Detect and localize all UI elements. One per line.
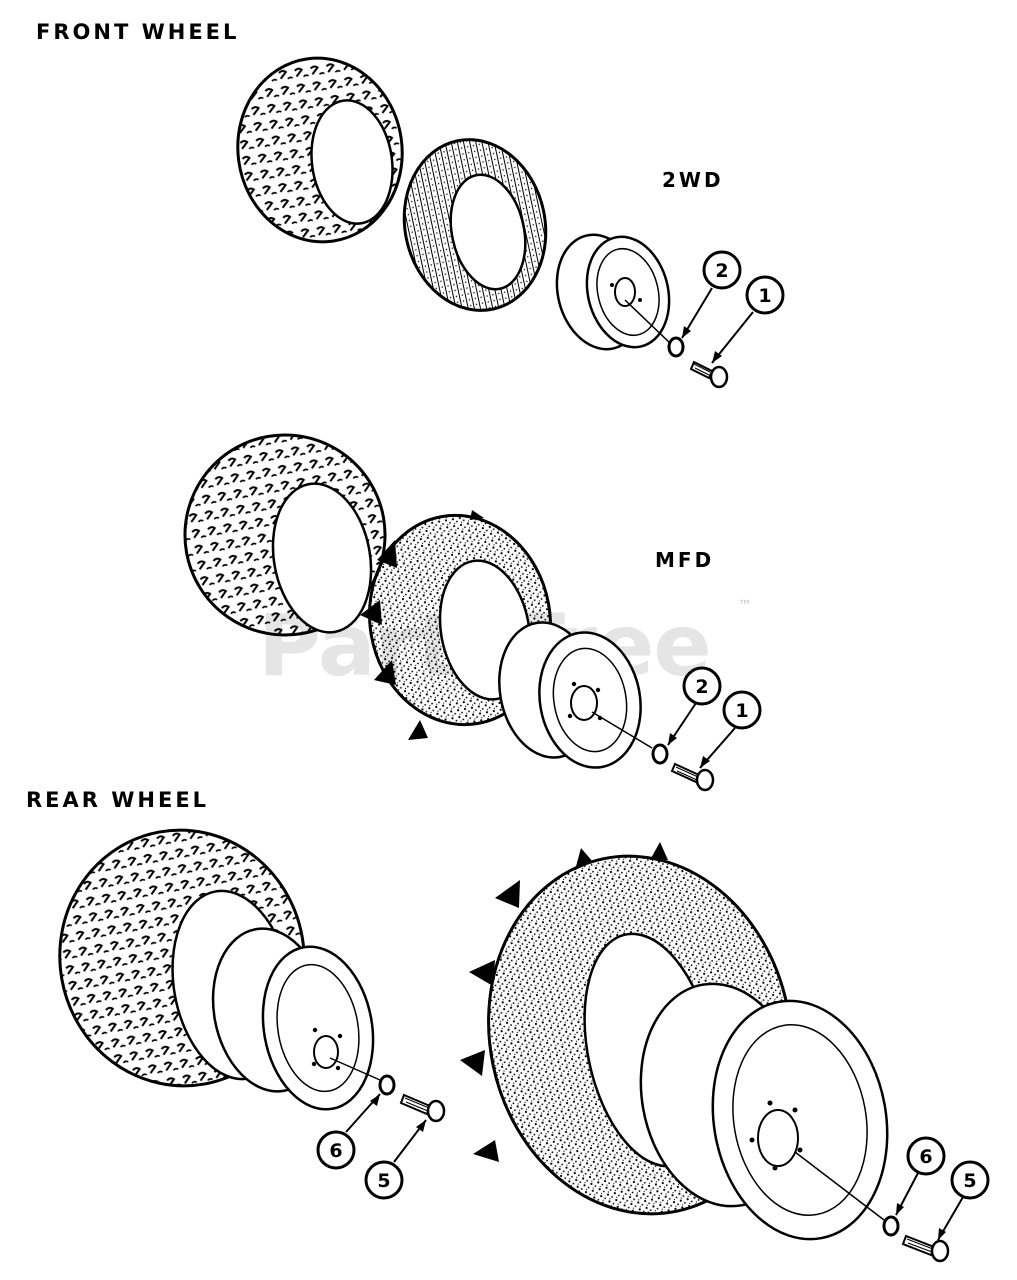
rear-ag-bolt xyxy=(901,1234,950,1263)
callout-number: 2 xyxy=(695,676,708,698)
callout-front-2wd-washer: 2 xyxy=(681,250,742,339)
callout-rear-ag-washer: 6 xyxy=(895,1136,946,1216)
front-2wd-bolt xyxy=(689,360,729,389)
rear-ag-washer xyxy=(882,1215,900,1237)
callout-rear-turf-washer: 6 xyxy=(316,1093,381,1170)
callout-number: 6 xyxy=(329,1140,342,1162)
callout-rear-turf-bolt: 5 xyxy=(364,1119,427,1200)
callout-number: 5 xyxy=(963,1170,976,1192)
callout-front-mfd-bolt: 1 xyxy=(699,690,762,769)
rear-turf-bolt xyxy=(399,1093,446,1123)
callout-front-2wd-bolt: 1 xyxy=(711,275,785,364)
rear-turf-rim xyxy=(211,927,375,1111)
callout-number: 1 xyxy=(735,700,748,722)
variant-label-mfd: MFD xyxy=(655,548,715,572)
callout-number: 1 xyxy=(758,285,771,307)
callout-rear-ag-bolt: 5 xyxy=(937,1160,990,1241)
rear-turf-washer xyxy=(378,1074,396,1096)
front-mfd-bolt xyxy=(670,762,715,792)
front-2wd-turf-tire xyxy=(236,56,404,244)
rear-ag-rim xyxy=(639,982,889,1241)
rear-wheel-title: REAR WHEEL xyxy=(26,788,210,812)
front-mfd-turf-tire xyxy=(183,433,387,637)
callout-number: 6 xyxy=(919,1146,932,1168)
front-wheel-title: FRONT WHEEL xyxy=(36,20,240,44)
front-mfd-washer xyxy=(651,743,669,765)
watermark-trademark: ™ xyxy=(738,598,752,614)
front-2wd-rim xyxy=(555,233,671,351)
callout-number: 5 xyxy=(377,1170,390,1192)
front-2wd-rib-tire xyxy=(402,138,548,312)
callout-front-mfd-washer: 2 xyxy=(667,666,722,746)
front-2wd-washer xyxy=(667,336,685,358)
variant-label-2wd: 2WD xyxy=(662,168,724,192)
front-mfd-rim xyxy=(498,621,642,769)
callout-number: 2 xyxy=(715,260,728,282)
